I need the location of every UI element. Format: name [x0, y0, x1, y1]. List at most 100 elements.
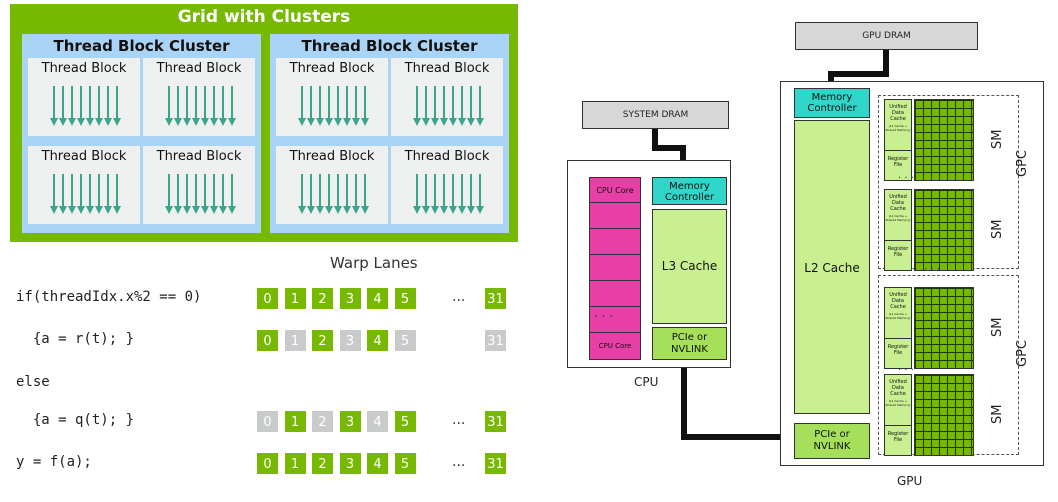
gpu-pcie-nvlink: PCIe or NVLINK — [794, 423, 870, 459]
thread-block: Thread Block — [276, 58, 388, 136]
thread-arrows — [413, 86, 484, 126]
l3-cache: L3 Cache — [652, 209, 727, 324]
cpu-core: CPU Core — [590, 178, 640, 203]
sm-divider — [885, 150, 911, 151]
thread-arrow — [228, 174, 236, 214]
warp-lane: 3 — [338, 329, 362, 352]
streaming-multiprocessor: Unified Data Cache(L1 Cache + Shared Mem… — [884, 287, 1005, 369]
warp-lane: 2 — [311, 452, 334, 475]
thread-arrows — [165, 174, 236, 214]
gpu-label: GPU — [897, 474, 923, 488]
thread-arrow — [183, 174, 191, 214]
gpc-label: GPC — [1015, 150, 1030, 177]
thread-arrows — [50, 86, 121, 126]
thread-arrow — [422, 86, 430, 126]
thread-arrow — [104, 174, 112, 214]
thread-arrow — [95, 86, 103, 126]
thread-block-label: Thread Block — [289, 61, 375, 76]
unified-data-cache-note: (L1 Cache + Shared Memory) — [885, 124, 911, 132]
thread-arrow — [361, 174, 369, 214]
sm-ellipsis: · · · — [898, 173, 914, 184]
warp-lane: 0 — [256, 452, 279, 475]
thread-arrow — [210, 174, 218, 214]
thread-arrow — [458, 86, 466, 126]
warp-lane: 5 — [393, 329, 417, 352]
sm-cache-panel: Unified Data Cache (L1 Cache + Shared Mem… — [884, 99, 912, 181]
warp-lane: 31 — [484, 410, 507, 433]
core-divider — [590, 306, 640, 307]
warp-lane: 2 — [311, 287, 334, 310]
unified-data-cache-note: (L1 Cache + Shared Memory) — [885, 214, 911, 222]
thread-arrow — [431, 86, 439, 126]
core-divider — [590, 254, 640, 255]
sm-cache-panel: Unified Data Cache(L1 Cache + Shared Mem… — [884, 287, 912, 369]
thread-arrow — [316, 174, 324, 214]
cpu-core: CPU Core — [589, 332, 641, 360]
warp-lane: 4 — [366, 329, 389, 352]
sm-core-grid — [914, 287, 974, 369]
gpc-label: GPC — [1015, 340, 1030, 367]
thread-block-label: Thread Block — [404, 61, 490, 76]
lane-ellipsis: ... — [452, 454, 466, 470]
warp-lane: 1 — [283, 452, 307, 475]
thread-arrow — [431, 174, 439, 214]
thread-arrow — [165, 86, 173, 126]
sm-core-grid — [914, 189, 974, 271]
cpu-core-ellipsis: · · · — [594, 309, 614, 323]
gpu-memory-controller: Memory Controller — [794, 88, 870, 118]
thread-arrow — [219, 86, 227, 126]
thread-arrows — [298, 174, 369, 214]
thread-arrow — [59, 174, 67, 214]
warp-lane: 3 — [338, 410, 362, 433]
sm-divider — [885, 240, 911, 241]
register-file: Register File — [887, 246, 909, 258]
thread-block-label: Thread Block — [404, 149, 490, 164]
warp-lanes-title: Warp Lanes — [330, 254, 418, 272]
thread-arrow — [298, 86, 306, 126]
streaming-multiprocessor: Unified Data Cache (L1 Cache + Shared Mem… — [884, 189, 1005, 271]
warp-lane: 0 — [256, 287, 279, 310]
thread-arrow — [50, 174, 58, 214]
thread-block-cluster: Thread Block Cluster Thread Block Thread… — [22, 34, 261, 233]
thread-arrow — [307, 174, 315, 214]
thread-arrow — [68, 86, 76, 126]
sm-ellipsis: · · · — [898, 365, 914, 376]
thread-arrow — [50, 86, 58, 126]
thread-arrows — [298, 86, 369, 126]
thread-block-cluster: Thread Block Cluster Thread Block Thread… — [270, 34, 509, 233]
thread-arrow — [228, 86, 236, 126]
lane-ellipsis: ... — [452, 412, 466, 428]
thread-arrow — [77, 86, 85, 126]
thread-arrow — [361, 86, 369, 126]
code-line: {a = q(t); } — [16, 412, 135, 428]
thread-arrows — [165, 86, 236, 126]
thread-arrow — [334, 174, 342, 214]
unified-data-cache: Unified Data Cache — [889, 379, 907, 397]
thread-arrow — [476, 86, 484, 126]
thread-arrow — [343, 86, 351, 126]
unified-data-cache: Unified Data Cache — [889, 104, 907, 122]
thread-arrow — [95, 174, 103, 214]
register-file: Register File — [887, 344, 909, 356]
warp-lane: 1 — [283, 287, 307, 310]
unified-data-cache: Unified Data Cache — [889, 194, 907, 212]
thread-arrow — [113, 86, 121, 126]
warp-lane: 4 — [366, 287, 389, 310]
thread-block-label: Thread Block — [41, 149, 127, 164]
warp-lane: 3 — [338, 287, 362, 310]
sm-core-grid — [914, 374, 974, 456]
sm-divider — [885, 338, 911, 339]
code-line: y = f(a); — [16, 454, 92, 470]
thread-block: Thread Block — [276, 146, 388, 224]
thread-arrow — [165, 174, 173, 214]
cpu-memory-controller: Memory Controller — [652, 177, 727, 205]
thread-arrow — [467, 86, 475, 126]
thread-arrow — [449, 174, 457, 214]
thread-arrow — [413, 174, 421, 214]
thread-arrow — [325, 86, 333, 126]
thread-arrow — [104, 86, 112, 126]
code-line: else — [16, 374, 50, 390]
core-divider — [590, 280, 640, 281]
thread-arrow — [343, 174, 351, 214]
streaming-multiprocessor: Unified Data Cache (L1 Cache + Shared Mem… — [884, 99, 1005, 181]
